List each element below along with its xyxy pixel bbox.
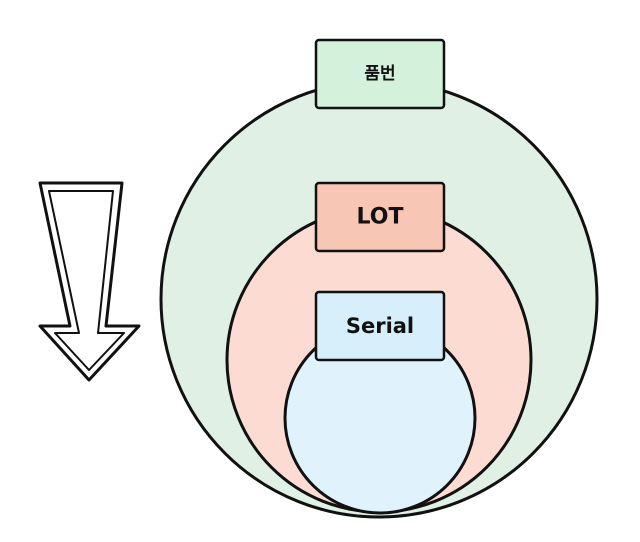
- lot-label: LOT: [357, 205, 404, 230]
- part-number-box: [314, 38, 446, 110]
- lot-box: [314, 181, 446, 253]
- down-arrow-icon: [38, 181, 141, 382]
- part-number-label: 품번: [364, 64, 395, 84]
- serial-label: Serial: [346, 314, 414, 338]
- serial-box: [314, 290, 446, 362]
